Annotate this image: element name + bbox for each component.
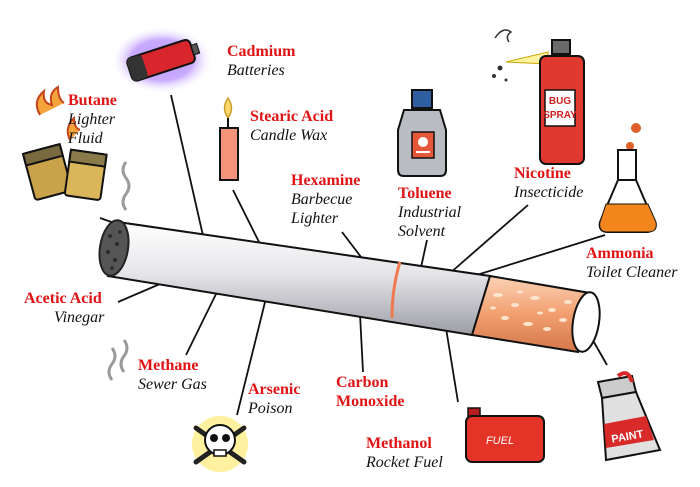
- paint-label: PAINT: [611, 428, 645, 445]
- flask-icon: [598, 123, 657, 233]
- chemical-name-line: Carbon: [336, 374, 389, 391]
- common-use: Candle Wax: [250, 127, 328, 144]
- lighter-icon: [21, 85, 108, 201]
- smoke-icon: [107, 161, 131, 381]
- chemical-name: Toluene: [398, 185, 452, 202]
- cigarette-filter: [470, 274, 592, 354]
- leader-line: [466, 234, 606, 279]
- filter-speckles: [490, 290, 572, 331]
- chemical-name: Acetic Acid: [24, 290, 102, 307]
- common-use: Poison: [248, 400, 293, 417]
- leader-lines: [99, 94, 608, 416]
- leader-line: [448, 204, 529, 275]
- ash-texture: [106, 230, 122, 270]
- leader-line: [117, 283, 161, 303]
- chemical-name: Methane: [138, 357, 199, 374]
- common-use: Sewer Gas: [138, 376, 207, 393]
- common-use: Vinegar: [54, 309, 105, 326]
- fuel-can-icon: FUEL: [465, 407, 545, 463]
- chemical-name: Cadmium: [227, 43, 296, 60]
- leader-line: [185, 289, 219, 356]
- common-use: Solvent: [398, 223, 446, 240]
- common-use: Toilet Cleaner: [586, 264, 678, 281]
- chemical-name: Nicotine: [514, 165, 571, 182]
- bug-spray-icon: BUG SPRAY: [492, 29, 585, 165]
- battery-icon: [110, 26, 214, 94]
- common-use: Lighter: [291, 210, 339, 227]
- fuel-label: FUEL: [486, 435, 514, 447]
- burning-tip: [98, 219, 130, 277]
- label-ammonia: Ammonia Toilet Cleaner: [586, 244, 677, 282]
- common-use: Rocket Fuel: [366, 454, 443, 471]
- label-hexamine: Hexamine Barbecue Lighter: [291, 171, 360, 228]
- bug-spray-label-1: BUG: [549, 96, 571, 107]
- leader-line: [236, 289, 269, 416]
- chemical-name: Methanol: [366, 435, 432, 452]
- skull-icon: [192, 416, 248, 472]
- label-methanol: Methanol Rocket Fuel: [366, 434, 443, 472]
- label-stearic-acid: Stearic Acid Candle Wax: [250, 107, 333, 145]
- filter-end: [571, 291, 601, 353]
- leader-line: [170, 94, 205, 241]
- bug-spray-label-2: SPRAY: [543, 110, 577, 121]
- label-carbon-monoxide: Carbon Monoxide: [336, 373, 404, 411]
- candle-icon: [219, 96, 239, 181]
- common-use: Industrial: [398, 204, 462, 221]
- chemical-name: Butane: [68, 92, 117, 109]
- label-arsenic: Arsenic Poison: [248, 380, 300, 418]
- leader-line: [359, 313, 364, 373]
- label-cadmium: Cadmium Batteries: [227, 42, 295, 80]
- chemical-name: Hexamine: [291, 172, 361, 189]
- common-use: Barbecue: [291, 191, 353, 208]
- label-butane: Butane Lighter Fluid: [68, 91, 117, 148]
- chemical-name: Stearic Acid: [250, 108, 334, 125]
- leader-line: [232, 189, 263, 249]
- label-methane: Methane Sewer Gas: [138, 356, 207, 394]
- common-use: Lighter: [68, 111, 116, 128]
- label-acetic-acid: Acetic Acid Vinegar: [24, 289, 104, 327]
- label-toluene: Toluene Industrial Solvent: [398, 184, 461, 241]
- label-nicotine: Nicotine Insecticide: [514, 164, 583, 202]
- chemical-name: Ammonia: [586, 245, 654, 262]
- band-ring: [390, 261, 402, 319]
- leader-line: [444, 321, 459, 403]
- cigarette: [98, 219, 601, 354]
- solvent-bottle-icon: [397, 89, 447, 177]
- common-use: Insecticide: [514, 184, 584, 201]
- chemical-name-line: Monoxide: [336, 393, 405, 410]
- common-use: Batteries: [227, 62, 285, 79]
- common-use: Fluid: [68, 130, 103, 147]
- chemical-name: Arsenic: [248, 381, 301, 398]
- paint-can-icon: PAINT: [596, 371, 662, 462]
